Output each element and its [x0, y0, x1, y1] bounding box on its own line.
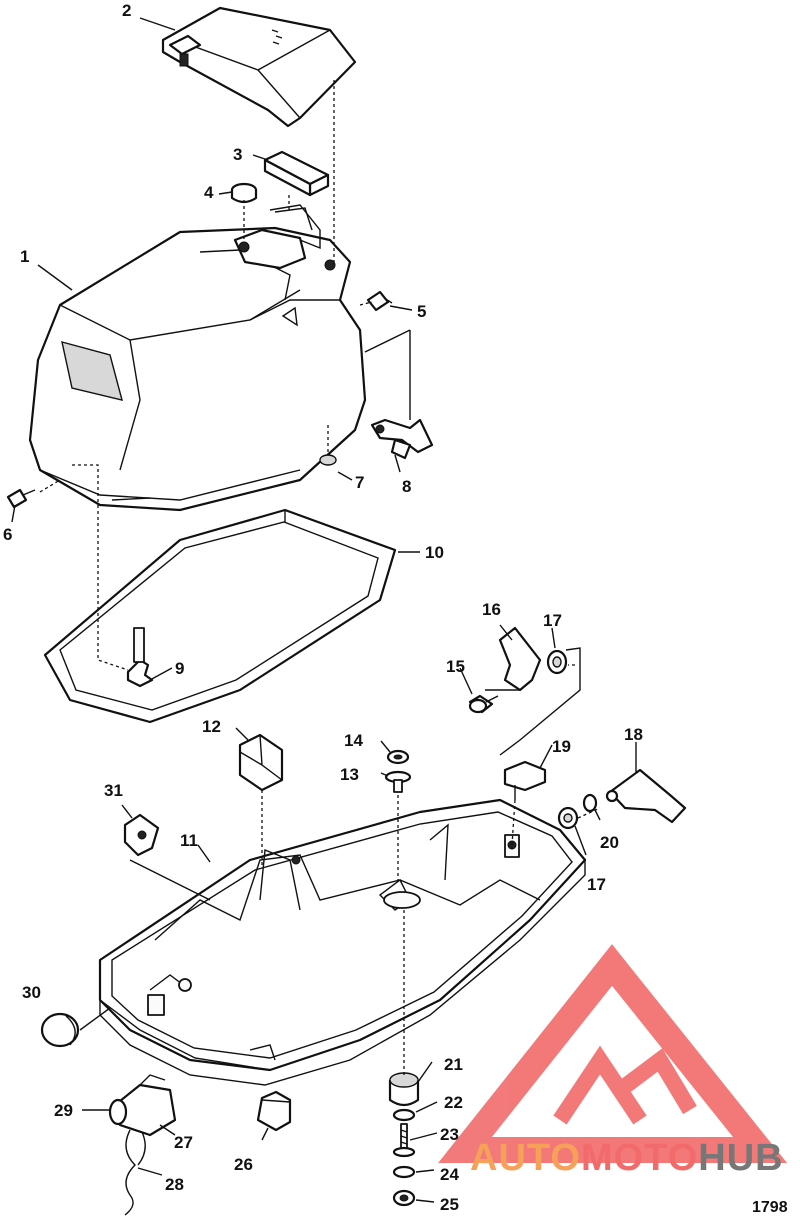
part-1-top-cowl: [28, 204, 367, 512]
callout-7: 7: [355, 473, 364, 492]
figure-number: 1798: [752, 1199, 788, 1216]
callout-1: 1: [20, 247, 29, 266]
callout-26: 26: [234, 1155, 253, 1174]
callout-18: 18: [624, 725, 643, 744]
callout-9: 9: [175, 659, 184, 678]
callout-16: 16: [482, 600, 501, 619]
part-21-mount: [388, 1072, 420, 1107]
part-20-washer: [582, 793, 598, 813]
callout-17-upper: 17: [543, 611, 562, 630]
callout-14: 14: [344, 731, 363, 750]
part-18-latch-arm: [605, 768, 687, 824]
callout-23: 23: [440, 1125, 459, 1144]
callout-8: 8: [402, 477, 411, 496]
callout-5: 5: [417, 302, 426, 321]
part-16-bracket: [485, 626, 542, 692]
callout-31: 31: [104, 781, 123, 800]
part-12-clip: [238, 733, 284, 792]
part-6-screw: [6, 488, 36, 509]
part-31-clip: [123, 813, 160, 857]
callout-20: 20: [600, 833, 619, 852]
dashed-alignment-lines: [39, 80, 601, 1075]
part-24-washer: [392, 1165, 416, 1179]
watermark-text-hub: HUB: [698, 1137, 783, 1179]
part-2-top-cap: [161, 6, 357, 128]
callout-13: 13: [340, 765, 359, 784]
part-28-wire: [124, 1129, 146, 1216]
part-5-screw: [366, 290, 393, 312]
leader-lines: [11, 17, 637, 1203]
part-11-bottom-cowl: [98, 798, 587, 1086]
watermark-text-moto: MOTO: [581, 1137, 698, 1179]
part-13-washer: [384, 770, 412, 793]
svg-text:AUTOMOTOHUB: AUTOMOTOHUB: [470, 1137, 784, 1179]
callout-27: 27: [174, 1133, 193, 1152]
callout-30: 30: [22, 983, 41, 1002]
part-3-seal-strip: [263, 150, 330, 197]
callout-3: 3: [233, 145, 242, 164]
callout-12: 12: [202, 717, 221, 736]
part-30-plug: [40, 1012, 80, 1048]
callout-29: 29: [54, 1101, 73, 1120]
watermark-text-auto: AUTO: [470, 1137, 581, 1179]
part-9-bracket: [126, 627, 154, 688]
callout-6: 6: [3, 525, 12, 544]
part-19-latch-handle: [503, 760, 547, 800]
callout-25: 25: [440, 1195, 459, 1214]
part-25-nut: [392, 1189, 416, 1207]
callout-22: 22: [444, 1093, 463, 1112]
callout-28: 28: [165, 1175, 184, 1194]
callout-10: 10: [425, 543, 444, 562]
part-17-grommet-upper: [546, 649, 568, 675]
callout-19: 19: [552, 737, 571, 756]
callout-24: 24: [440, 1165, 459, 1184]
part-8-latch-lever: [370, 418, 434, 460]
callout-17-lower: 17: [587, 875, 606, 894]
callout-15: 15: [446, 657, 465, 676]
part-7-nut: [319, 454, 337, 466]
callout-2: 2: [122, 1, 131, 20]
part-23-stud: [392, 1123, 416, 1158]
watermark-logo: [438, 944, 788, 1163]
part-27-switch: [108, 1074, 177, 1137]
callout-11: 11: [180, 831, 198, 850]
callout-4: 4: [204, 183, 214, 202]
part-14-nut: [386, 749, 410, 765]
part-4-grommet: [230, 182, 258, 204]
part-15-bolt: [468, 694, 499, 714]
callout-21: 21: [444, 1055, 463, 1074]
part-17-grommet-lower: [557, 806, 579, 830]
part-22-washer: [392, 1108, 416, 1122]
part-26-grommet: [256, 1090, 292, 1132]
